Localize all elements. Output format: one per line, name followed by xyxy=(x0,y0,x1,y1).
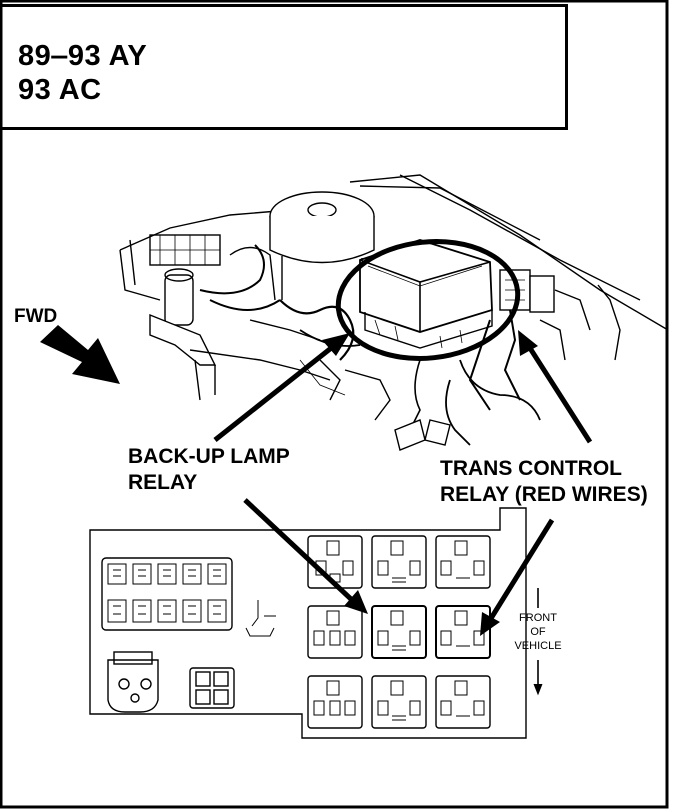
front-of-vehicle-line2: OF xyxy=(530,626,546,638)
backup-arrow-down xyxy=(243,498,354,602)
trans-arrow-up xyxy=(525,343,593,444)
engine-bay-illustration xyxy=(119,174,669,451)
front-of-vehicle-line3: VEHICLE xyxy=(514,640,562,652)
hood-edge xyxy=(349,174,669,331)
relay-highlight-circle xyxy=(335,239,521,361)
backup-lamp-label-line2: RELAY xyxy=(128,471,198,494)
trans-control-label-line2: RELAY (RED WIRES) xyxy=(440,483,648,506)
outer-border xyxy=(0,0,669,809)
trans-arrow-down xyxy=(487,518,555,622)
model-code-title: 93 AC xyxy=(18,74,102,106)
fwd-label: FWD xyxy=(14,306,58,327)
relay-panel-outline xyxy=(89,507,527,739)
fwd-arrow xyxy=(40,325,120,384)
relay-panel xyxy=(89,507,543,739)
fuse-block xyxy=(101,557,233,631)
backup-lamp-label-line1: BACK-UP LAMP xyxy=(128,445,290,468)
front-of-vehicle-line1: FRONT xyxy=(519,612,557,624)
model-years-title: 89‒93 AY xyxy=(18,40,148,72)
backup-arrow-up xyxy=(213,343,337,442)
relay-grid xyxy=(307,535,491,729)
trans-control-label-line1: TRANS CONTROL xyxy=(440,457,622,480)
title-box: 89‒93 AY 93 AC xyxy=(0,4,568,130)
